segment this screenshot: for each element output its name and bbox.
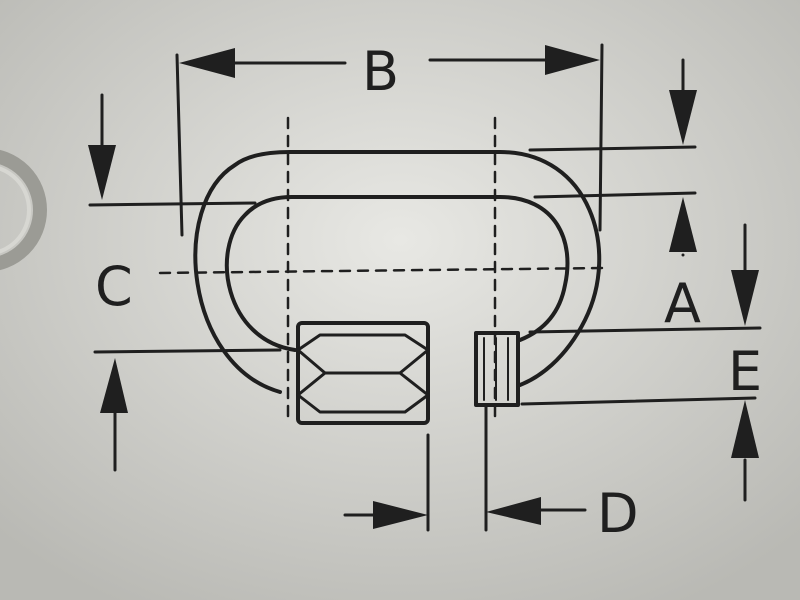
centerline-horizontal <box>158 266 607 275</box>
link-drawing <box>88 43 762 532</box>
outer-link-body <box>193 150 602 394</box>
threaded-sleeve <box>296 321 430 425</box>
inner-link-opening <box>224 195 570 352</box>
label-b: B <box>362 40 399 103</box>
dimension-b <box>175 43 604 237</box>
label-c: C <box>95 255 133 318</box>
dimension-e <box>520 223 762 502</box>
label-a: A <box>664 272 701 335</box>
gate-tip <box>474 331 520 407</box>
label-e: E <box>728 340 762 403</box>
label-d: D <box>597 482 639 545</box>
dimension-a <box>528 58 697 257</box>
ring-fragment <box>0 149 47 271</box>
dimension-c <box>88 93 282 472</box>
dimension-d <box>343 403 587 532</box>
